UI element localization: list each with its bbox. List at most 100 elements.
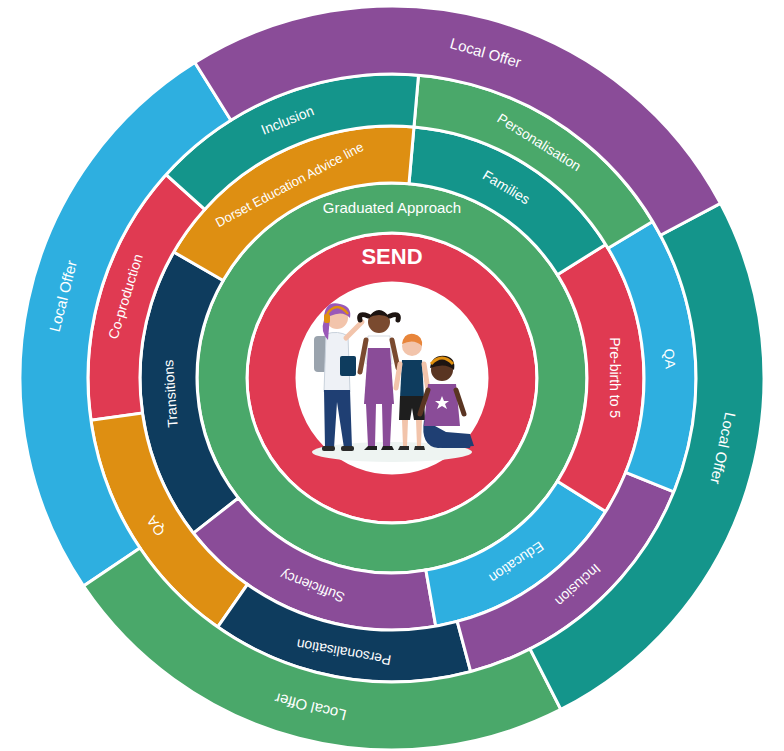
boy-part bbox=[398, 446, 425, 450]
boy bbox=[396, 334, 428, 450]
segment-label: Pre-birth to 5 bbox=[606, 338, 621, 419]
segment-label: Co-production bbox=[106, 252, 146, 341]
segment-label: Local Offer bbox=[448, 35, 523, 71]
segment-fill bbox=[193, 498, 435, 630]
segment-label: Local Offer bbox=[47, 259, 81, 334]
floor-shadow bbox=[312, 442, 472, 462]
segment-fill bbox=[84, 548, 561, 750]
segment-label: Sufficiency bbox=[278, 566, 346, 605]
boy-part bbox=[400, 360, 424, 398]
girl-headphones-part bbox=[341, 446, 354, 451]
segment-fill bbox=[91, 413, 248, 627]
segment-label: Local Offer bbox=[707, 411, 738, 486]
sitting-child-part bbox=[430, 356, 454, 370]
girl-headphones-part bbox=[324, 332, 350, 392]
segment-fill bbox=[197, 183, 587, 573]
boy-part bbox=[402, 420, 422, 446]
segment-label: QA bbox=[661, 348, 678, 369]
girl-overalls-part bbox=[360, 340, 398, 372]
segment-fill bbox=[457, 472, 674, 671]
segment-label: Personalisation bbox=[295, 636, 392, 668]
segment-label: Inclusion bbox=[259, 103, 316, 138]
girl-headphones-part bbox=[346, 322, 362, 338]
segment-fill bbox=[20, 63, 231, 586]
segment-fill bbox=[426, 481, 606, 626]
segment-fill bbox=[557, 244, 644, 511]
sitting-child-part bbox=[423, 420, 474, 448]
segment-label: QA bbox=[144, 513, 168, 538]
sitting-child-part bbox=[431, 359, 453, 381]
sitting-child-part bbox=[424, 384, 460, 426]
segment-label: Education bbox=[486, 538, 546, 586]
girl-headphones-part bbox=[322, 446, 335, 451]
segment-fill bbox=[174, 126, 414, 281]
girl-overalls-part bbox=[366, 336, 392, 364]
segment-fill bbox=[88, 175, 205, 421]
girl-headphones-part bbox=[340, 356, 356, 376]
girl-overalls-part bbox=[360, 315, 399, 320]
girl-headphones-part bbox=[314, 336, 328, 372]
sitting-child-part bbox=[420, 390, 464, 414]
segment-fill bbox=[247, 233, 537, 523]
sitting-child-part bbox=[435, 396, 449, 409]
boy-part bbox=[396, 364, 428, 390]
segment-fill bbox=[195, 6, 721, 235]
sitting-child-part bbox=[438, 440, 472, 448]
girl-overalls-part bbox=[364, 446, 394, 450]
segment-fill bbox=[166, 74, 418, 209]
segment-label: Graduated Approach bbox=[323, 200, 461, 217]
segment-fill bbox=[530, 203, 764, 709]
segment-label: Families bbox=[480, 168, 533, 208]
girl-overalls-part bbox=[364, 348, 394, 404]
boy-part bbox=[399, 396, 425, 420]
segment-fill bbox=[414, 75, 653, 248]
segment-fill bbox=[409, 127, 606, 275]
boy-part bbox=[402, 336, 422, 356]
girl-headphones-part bbox=[326, 307, 348, 329]
girl-headphones bbox=[314, 303, 362, 451]
segment-label: Inclusion bbox=[552, 560, 603, 608]
boy-part bbox=[402, 334, 422, 346]
girl-overalls-part bbox=[368, 311, 390, 333]
segment-label: Local Offer bbox=[273, 689, 348, 723]
sitting-child bbox=[420, 356, 474, 448]
girl-headphones-part bbox=[323, 303, 351, 340]
sitting-child-part bbox=[431, 358, 453, 364]
